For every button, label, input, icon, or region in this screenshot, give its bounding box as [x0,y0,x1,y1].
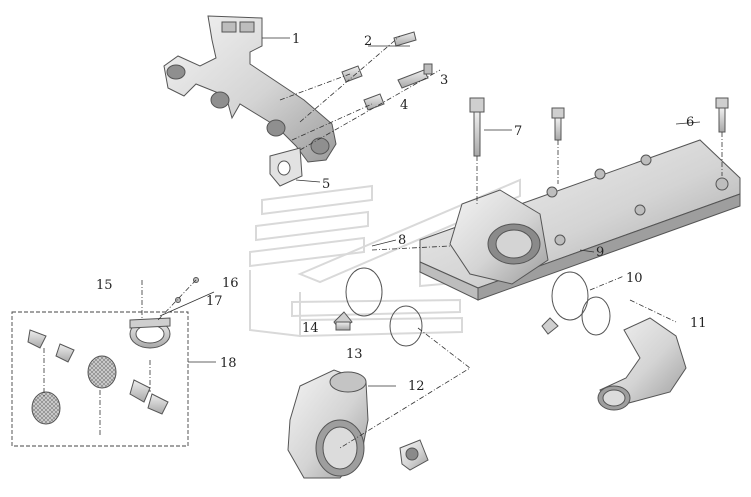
callout-8: 8 [398,233,406,248]
small-screw-17 [141,277,199,321]
callout-11: 11 [690,316,707,331]
callout-5: 5 [322,177,330,192]
pipe-fitting [399,439,429,471]
callout-3: 3 [440,73,448,88]
hex-bolt-7b [551,107,565,141]
callout-14: 14 [302,321,319,336]
callout-17: 17 [206,294,223,309]
o-ring-right [581,296,611,336]
callout-12: 12 [408,379,425,394]
watermark-logo [249,178,521,338]
stud-bolt-3 [397,63,433,89]
callout-18: 18 [220,356,237,371]
callout-4: 4 [400,98,408,113]
hose-clamp-10 [541,271,589,335]
intake-filter-parts-18 [27,329,169,436]
hose-clamp-8 [333,267,383,331]
callout-13: 13 [346,347,363,362]
clamp-band-16 [129,317,171,349]
callout-9: 9 [596,245,604,260]
stud-bolt-2 [393,31,417,47]
callout-10: 10 [626,271,643,286]
callout-1: 1 [292,32,300,47]
hex-bolt-7a [469,97,485,157]
callout-2: 2 [364,34,372,49]
hex-bolt-7c [715,97,729,133]
elbow-pipe-11 [597,317,687,411]
exhaust-manifold [163,15,337,163]
clamp-bolt-14 [335,321,351,331]
spacer-sleeve-4 [341,65,385,111]
callout-16: 16 [222,276,239,291]
manifold-gasket [269,147,303,187]
callout-7: 7 [514,124,522,139]
callout-6: 6 [686,115,694,130]
elbow-pipe-12 [287,369,369,479]
housing-outlet-neck [449,189,549,285]
o-ring-13 [389,305,423,347]
callout-15: 15 [96,278,113,293]
detail-box-18 [11,311,189,447]
